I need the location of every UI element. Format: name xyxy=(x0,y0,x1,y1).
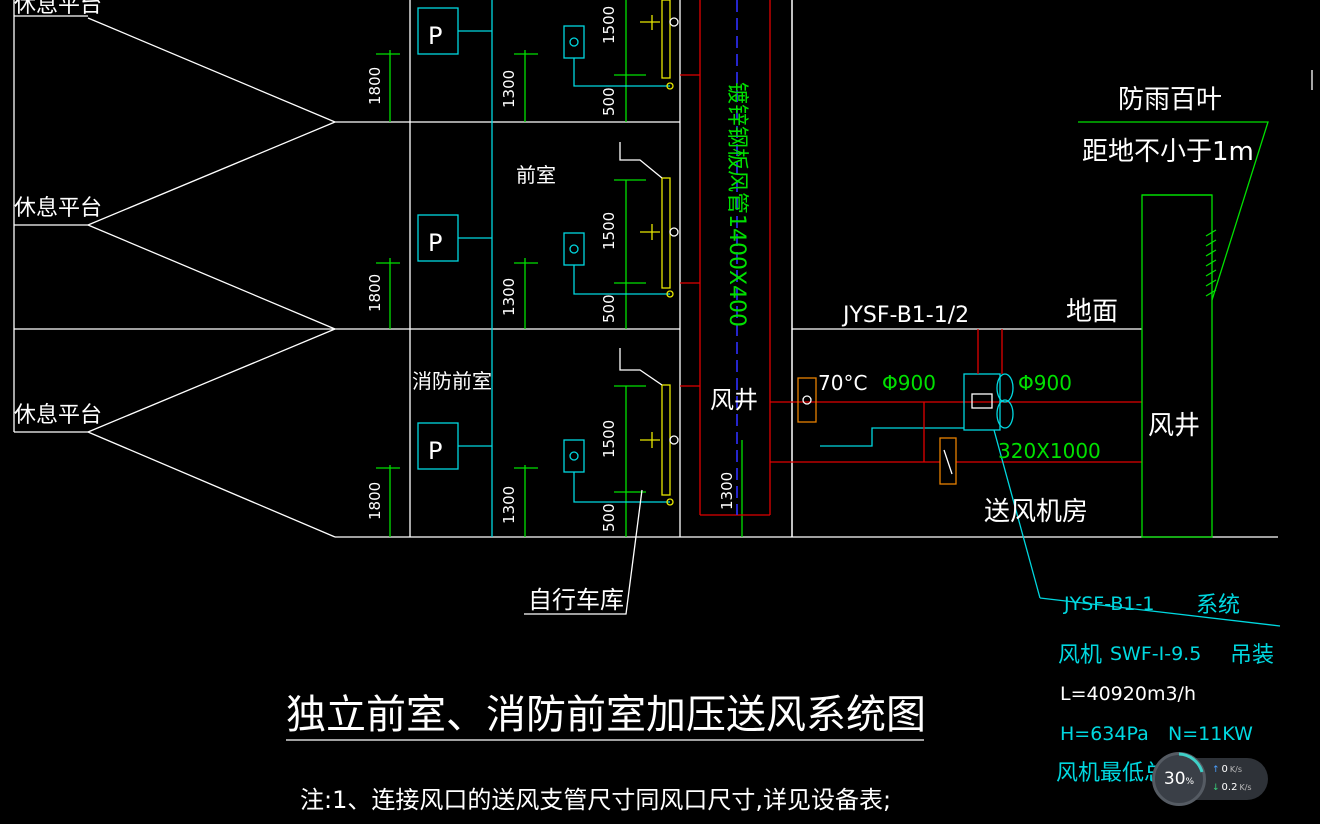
speed-panel: ↑ 0 K/s ↓ 0.2 K/s xyxy=(1194,758,1268,800)
dim-1300-shaft: 1300 xyxy=(718,472,736,510)
fire-damper-label: 70°C xyxy=(818,371,867,395)
note-line-1: 注:1、连接风口的送风支管尺寸同风口尺寸,详见设备表; xyxy=(300,786,891,814)
spec-pressure: H=634Pa xyxy=(1060,723,1149,745)
download-unit: K/s xyxy=(1239,783,1252,792)
front-room-label: 前室 xyxy=(516,163,556,187)
dim-1800-low: 1800 xyxy=(366,482,384,520)
pressure-sensor-boxes xyxy=(417,0,493,537)
duct-size-label: 镀锌钢板风管1400X400 xyxy=(724,82,749,327)
controller-boxes xyxy=(563,25,670,503)
upload-value: 0 xyxy=(1221,764,1228,775)
rain-louver-hatch xyxy=(1205,229,1217,297)
spec-power: N=11KW xyxy=(1168,723,1253,745)
shaft-left-label: 风井 xyxy=(710,386,758,414)
fan-room-ducts xyxy=(770,121,1281,627)
fan-room-label: 送风机房 xyxy=(984,497,1088,527)
spec-airflow: L=40920m3/h xyxy=(1060,683,1196,705)
dim-1300-low: 1300 xyxy=(500,486,518,524)
spec-system-word: 系统 xyxy=(1196,593,1240,618)
ground-distance-label: 距地不小于1m xyxy=(1082,137,1254,167)
rest-platform-low-label: 休息平台 xyxy=(14,403,102,428)
download-row: ↓ 0.2 K/s xyxy=(1212,782,1252,793)
ground-label: 地面 xyxy=(1066,297,1118,327)
network-speed-widget[interactable]: ↑ 0 K/s ↓ 0.2 K/s 30% xyxy=(1150,750,1270,808)
dimension-texts: 1800 1800 1800 1300 1300 1300 1500 1500 … xyxy=(366,6,736,532)
drawing-title: 独立前室、消防前室加压送风系统图 xyxy=(286,692,926,738)
upload-unit: K/s xyxy=(1229,765,1243,774)
rain-louver-label: 防雨百叶 xyxy=(1118,85,1222,115)
diameter-right-label: Φ900 xyxy=(1018,371,1072,395)
spec-fan-word: 风机 xyxy=(1058,643,1102,668)
rest-platform-mid-label: 休息平台 xyxy=(14,196,102,221)
dim-500-top: 500 xyxy=(600,87,618,116)
dim-1500-low: 1500 xyxy=(600,420,618,458)
dim-1500-top: 1500 xyxy=(600,6,618,44)
download-value: 0.2 xyxy=(1221,782,1238,793)
spec-system-name: JYSF-B1-1 xyxy=(1063,593,1154,615)
system-tag-label: JYSF-B1-1/2 xyxy=(841,303,969,328)
dim-1300-mid: 1300 xyxy=(500,278,518,316)
upload-row: ↑ 0 K/s xyxy=(1212,764,1242,775)
supply-outlets xyxy=(619,0,679,506)
dimension-lines xyxy=(376,0,743,537)
p-symbol-2: P xyxy=(428,229,442,257)
p-symbol-1: P xyxy=(428,22,442,50)
dim-1800-top: 1800 xyxy=(366,67,384,105)
bike-garage-leader xyxy=(524,489,643,615)
supply-duct-riser xyxy=(680,0,793,537)
download-arrow-icon: ↓ xyxy=(1212,783,1220,793)
usage-percent: 30 xyxy=(1163,769,1186,789)
spec-fan-model: SWF-I-9.5 xyxy=(1110,643,1201,665)
rest-platform-top-label: 休息平台 xyxy=(14,0,102,18)
dim-500-mid: 500 xyxy=(600,294,618,323)
spec-mount: 吊装 xyxy=(1230,643,1274,668)
dim-1500-mid: 1500 xyxy=(600,212,618,250)
dim-1800-mid: 1800 xyxy=(366,274,384,312)
diameter-left-label: Φ900 xyxy=(882,371,936,395)
fire-front-room-label: 消防前室 xyxy=(412,369,492,393)
staircase-outline xyxy=(13,0,1278,538)
shaft-right-label: 风井 xyxy=(1148,411,1200,441)
dim-1300-top: 1300 xyxy=(500,70,518,108)
bike-garage-label: 自行车库 xyxy=(528,586,624,614)
upload-arrow-icon: ↑ xyxy=(1212,765,1220,775)
branch-size-label: 320X1000 xyxy=(998,439,1101,463)
usage-percent-unit: % xyxy=(1185,776,1195,787)
usage-arc-icon xyxy=(1178,752,1204,773)
p-symbol-3: P xyxy=(428,437,442,465)
dim-500-low: 500 xyxy=(600,503,618,532)
